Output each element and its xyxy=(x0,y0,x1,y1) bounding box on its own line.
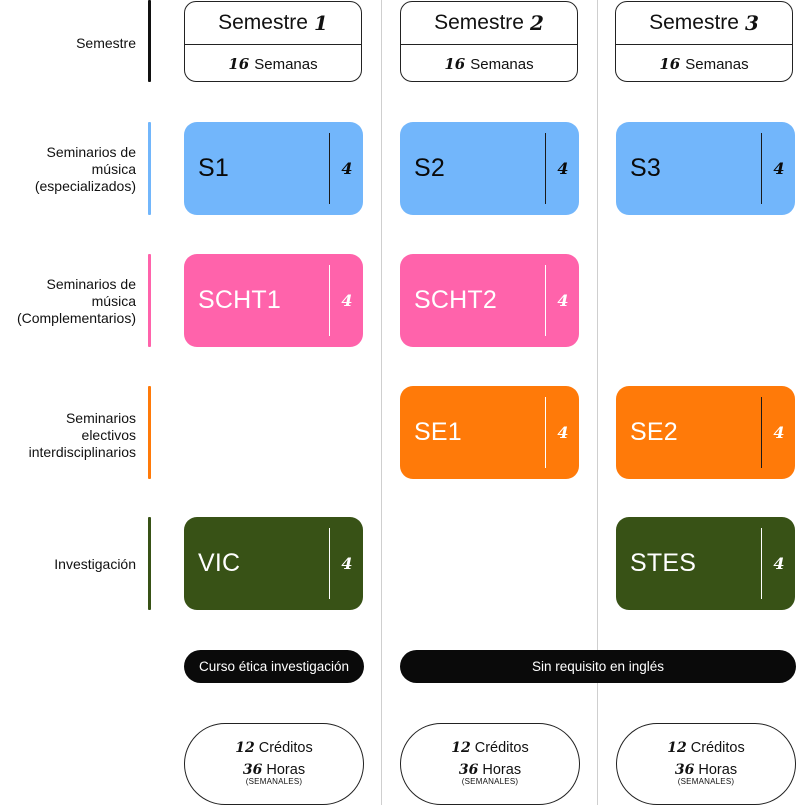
row-bar-investigacion xyxy=(148,517,151,610)
hours-subtitle: (SEMANALES) xyxy=(245,777,303,786)
card-divider xyxy=(761,397,762,468)
course-code: S3 xyxy=(630,154,661,182)
course-credits: 4 xyxy=(341,291,353,310)
hours-subtitle: (SEMANALES) xyxy=(677,777,735,786)
course-credits: 4 xyxy=(773,159,785,178)
card-divider xyxy=(545,397,546,468)
row-label-complementarios: Seminarios de música (Complementarios) xyxy=(16,276,136,326)
card-divider xyxy=(329,528,330,599)
course-card-scht1[interactable]: SCHT1 4 xyxy=(184,254,363,347)
course-card-s2[interactable]: S2 4 xyxy=(400,122,579,215)
hours-subtitle: (SEMANALES) xyxy=(461,777,519,786)
course-code: SE1 xyxy=(414,418,462,446)
row-bar-especializados xyxy=(148,122,151,215)
course-card-vic[interactable]: VIC 4 xyxy=(184,517,363,610)
course-code: S2 xyxy=(414,154,445,182)
card-divider xyxy=(545,265,546,336)
course-card-s1[interactable]: S1 4 xyxy=(184,122,363,215)
card-divider xyxy=(761,133,762,204)
course-credits: 4 xyxy=(557,423,569,442)
course-code: SCHT2 xyxy=(414,286,497,314)
course-code: STES xyxy=(630,549,697,577)
english-requirement-pill: Sin requisito en inglés xyxy=(400,650,796,683)
ethics-course-pill: Curso ética investigación xyxy=(184,650,364,683)
course-credits: 4 xyxy=(557,291,569,310)
course-credits: 4 xyxy=(773,554,785,573)
row-label-semestre: Semestre xyxy=(76,35,136,51)
row-bar-semestre xyxy=(148,0,151,82)
row-label-investigacion: Investigación xyxy=(54,556,136,572)
card-divider xyxy=(329,133,330,204)
card-divider xyxy=(545,133,546,204)
course-credits: 4 xyxy=(341,554,353,573)
course-credits: 4 xyxy=(773,423,785,442)
column-divider xyxy=(597,0,598,805)
course-code: S1 xyxy=(198,154,229,182)
card-divider xyxy=(329,265,330,336)
course-credits: 4 xyxy=(557,159,569,178)
course-code: SE2 xyxy=(630,418,678,446)
course-card-se1[interactable]: SE1 4 xyxy=(400,386,579,479)
course-card-scht2[interactable]: SCHT2 4 xyxy=(400,254,579,347)
row-label-especializados: Seminarios de música (especializados) xyxy=(34,144,136,194)
course-credits: 4 xyxy=(341,159,353,178)
column-divider xyxy=(381,0,382,805)
row-bar-complementarios xyxy=(148,254,151,347)
course-card-se2[interactable]: SE2 4 xyxy=(616,386,795,479)
course-code: VIC xyxy=(198,549,241,577)
course-card-s3[interactable]: S3 4 xyxy=(616,122,795,215)
row-label-electivos: Seminarios electivos interdisciplinarios xyxy=(28,410,136,460)
course-code: SCHT1 xyxy=(198,286,281,314)
card-divider xyxy=(761,528,762,599)
row-bar-electivos xyxy=(148,386,151,479)
course-card-stes[interactable]: STES 4 xyxy=(616,517,795,610)
